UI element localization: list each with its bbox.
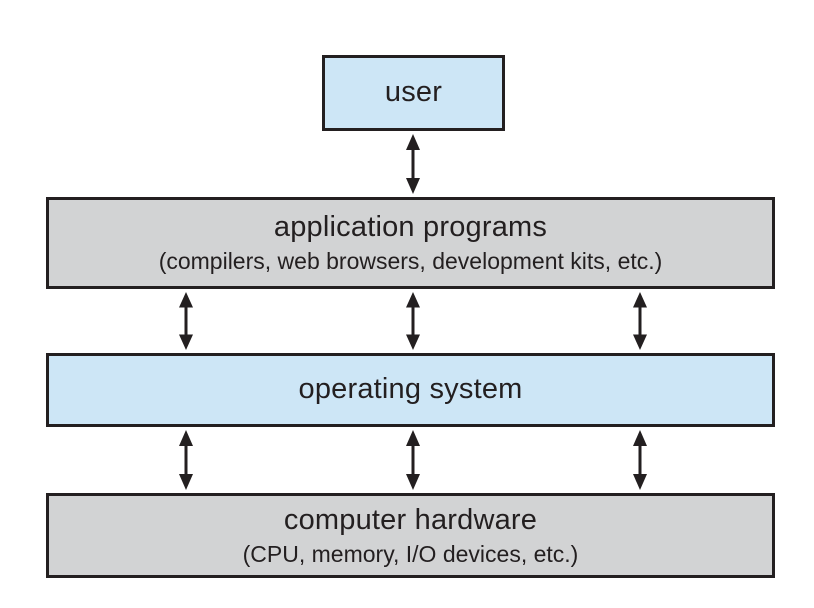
layer-label-computer-hardware: computer hardware	[283, 503, 538, 536]
layer-box-operating-system: operating system	[46, 353, 775, 427]
layer-box-user: user	[322, 55, 505, 131]
layer-box-application-programs: application programs (compilers, web bro…	[46, 197, 775, 289]
layer-label-operating-system: operating system	[298, 373, 523, 406]
double-arrow-icon-user-apps	[401, 134, 425, 194]
double-arrow-icon-os-hw-left	[174, 430, 198, 490]
double-arrow-icon-os-hw-right	[628, 430, 652, 490]
double-arrow-icon-apps-os-center	[401, 292, 425, 350]
layer-sublabel-application-programs: (compilers, web browsers, development ki…	[158, 248, 663, 275]
layer-box-computer-hardware: computer hardware (CPU, memory, I/O devi…	[46, 493, 775, 578]
double-arrow-icon-apps-os-left	[174, 292, 198, 350]
double-arrow-icon-os-hw-center	[401, 430, 425, 490]
layer-label-user: user	[384, 76, 443, 109]
double-arrow-icon-apps-os-right	[628, 292, 652, 350]
layer-sublabel-computer-hardware: (CPU, memory, I/O devices, etc.)	[242, 540, 579, 567]
layer-label-application-programs: application programs	[273, 211, 548, 244]
